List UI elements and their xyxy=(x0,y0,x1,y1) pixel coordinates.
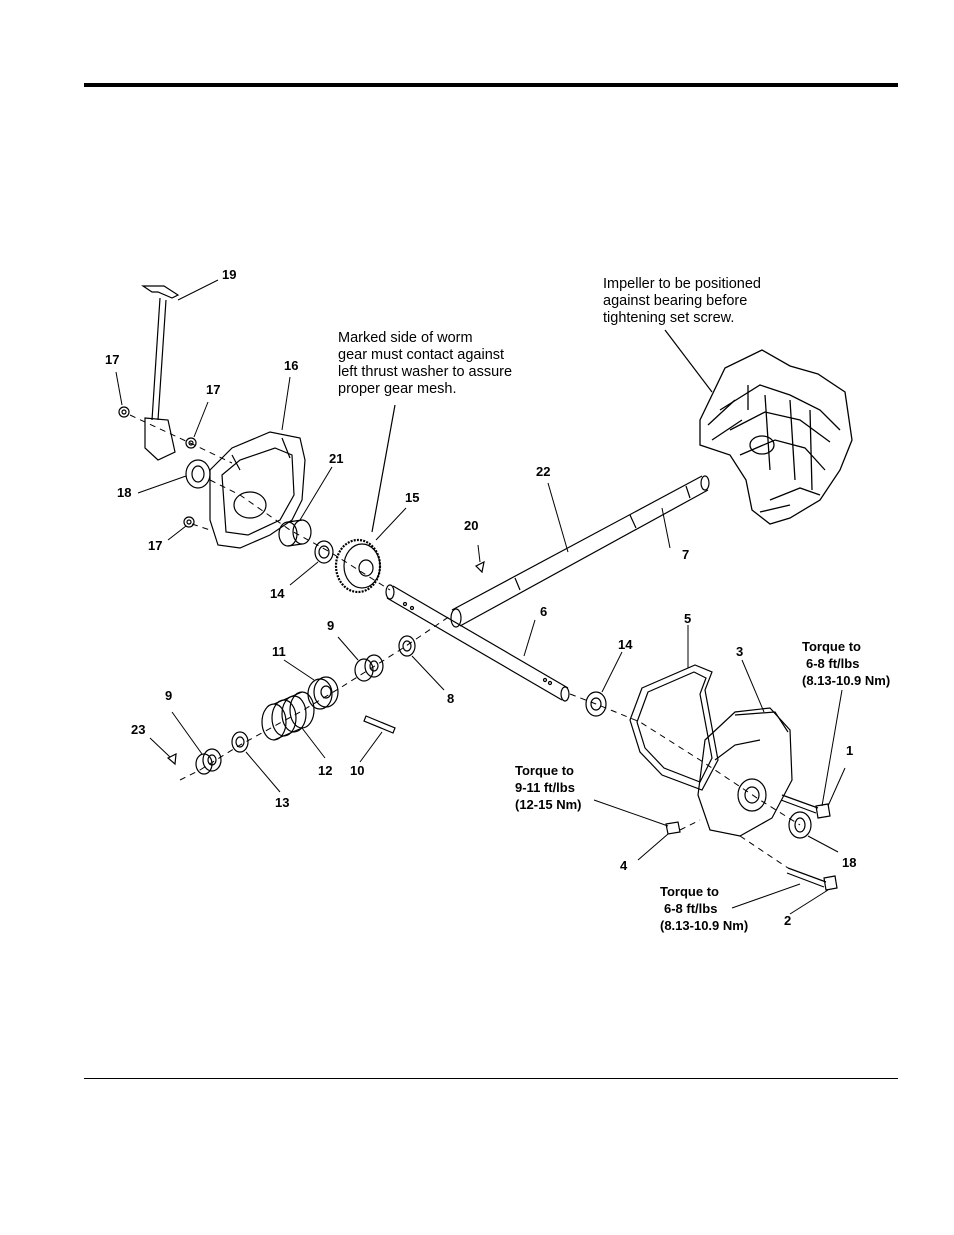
callout-21: 21 xyxy=(329,451,343,466)
callout-22: 22 xyxy=(536,464,550,479)
right-gear-housing xyxy=(697,707,793,837)
callout-labels: 19 17 17 16 18 21 15 17 14 20 22 7 6 9 1… xyxy=(105,267,856,928)
torque-line: Torque to xyxy=(660,884,719,899)
torque-line: (8.13-10.9 Nm) xyxy=(802,673,890,688)
fitting-4 xyxy=(665,821,681,835)
callout-9: 9 xyxy=(327,618,334,633)
callout-13: 13 xyxy=(275,795,289,810)
callout-18: 18 xyxy=(117,485,131,500)
assembly-lines xyxy=(129,414,801,869)
gasket-5 xyxy=(629,664,719,791)
note-worm-line: Marked side of worm xyxy=(338,330,473,346)
key-23 xyxy=(166,752,177,766)
torque-line: Torque to xyxy=(802,639,861,654)
callout-14: 14 xyxy=(270,586,285,601)
footer-rule xyxy=(84,1078,898,1079)
washer-13 xyxy=(231,731,249,753)
callout-3: 3 xyxy=(736,644,743,659)
callout-5: 5 xyxy=(684,611,691,626)
note-impeller-line: tightening set screw. xyxy=(603,310,734,326)
bearing-left xyxy=(185,459,211,489)
impeller-drawing xyxy=(699,349,853,525)
bearing-9-upper xyxy=(354,654,384,682)
torque-bolt-2: Torque to 6-8 ft/lbs (8.13-10.9 Nm) xyxy=(660,884,748,933)
callout-14: 14 xyxy=(618,637,633,652)
note-impeller-line: Impeller to be positioned xyxy=(603,276,761,292)
crank-rod xyxy=(141,285,180,461)
callout-8: 8 xyxy=(447,691,454,706)
callout-19: 19 xyxy=(222,267,236,282)
torque-bolt-1: Torque to 6-8 ft/lbs (8.13-10.9 Nm) xyxy=(802,639,890,688)
washer-17-parts xyxy=(118,406,197,528)
callout-17: 17 xyxy=(206,382,220,397)
callout-18: 18 xyxy=(842,855,856,870)
callout-4: 4 xyxy=(620,858,628,873)
callout-15: 15 xyxy=(405,490,419,505)
bolt-2 xyxy=(786,867,838,891)
callout-12: 12 xyxy=(318,763,332,778)
note-worm-gear: Marked side of worm gear must contact ag… xyxy=(338,330,512,397)
torque-line: 6-8 ft/lbs xyxy=(664,901,717,916)
callout-7: 7 xyxy=(682,547,689,562)
note-impeller-line: against bearing before xyxy=(603,293,747,309)
note-worm-line: proper gear mesh. xyxy=(338,381,456,397)
callout-10: 10 xyxy=(350,763,364,778)
callout-20: 20 xyxy=(464,518,478,533)
callout-17: 17 xyxy=(148,538,162,553)
thrust-washer-right xyxy=(585,691,607,717)
callout-9: 9 xyxy=(165,688,172,703)
header-rule xyxy=(84,83,898,87)
callout-1: 1 xyxy=(846,743,853,758)
bearing-9-lower xyxy=(195,748,222,775)
key-20 xyxy=(474,560,485,574)
pin-10 xyxy=(363,715,396,734)
collar-11 xyxy=(307,676,339,710)
worm-gear xyxy=(334,538,382,594)
callout-2: 2 xyxy=(784,913,791,928)
bolt-1 xyxy=(780,794,831,819)
callout-23: 23 xyxy=(131,722,145,737)
bearing-right xyxy=(788,811,812,839)
torque-line: Torque to xyxy=(515,763,574,778)
note-worm-line: gear must contact against xyxy=(338,347,504,363)
worm-12 xyxy=(261,691,315,741)
callout-16: 16 xyxy=(284,358,298,373)
torque-line: 9-11 ft/lbs xyxy=(515,780,575,795)
shaft-6 xyxy=(385,584,570,702)
note-worm-line: left thrust washer to assure xyxy=(338,364,512,380)
torque-line: 6-8 ft/lbs xyxy=(806,656,859,671)
callout-11: 11 xyxy=(272,644,286,659)
thrust-washer-left xyxy=(314,540,334,564)
callout-6: 6 xyxy=(540,604,547,619)
callout-leaders xyxy=(115,279,846,915)
torque-line: (12-15 Nm) xyxy=(515,797,581,812)
left-gear-housing xyxy=(209,431,306,549)
gasket-5-inner xyxy=(636,671,713,783)
torque-fitting-4: Torque to 9-11 ft/lbs (12-15 Nm) xyxy=(515,763,581,812)
shaft-22 xyxy=(450,475,710,628)
thrust-washer-8 xyxy=(398,635,416,657)
impeller-leader xyxy=(664,329,713,393)
worm-note-leader xyxy=(371,404,396,533)
callout-17: 17 xyxy=(105,352,119,367)
note-impeller: Impeller to be positioned against bearin… xyxy=(603,276,761,326)
torque-line: (8.13-10.9 Nm) xyxy=(660,918,748,933)
